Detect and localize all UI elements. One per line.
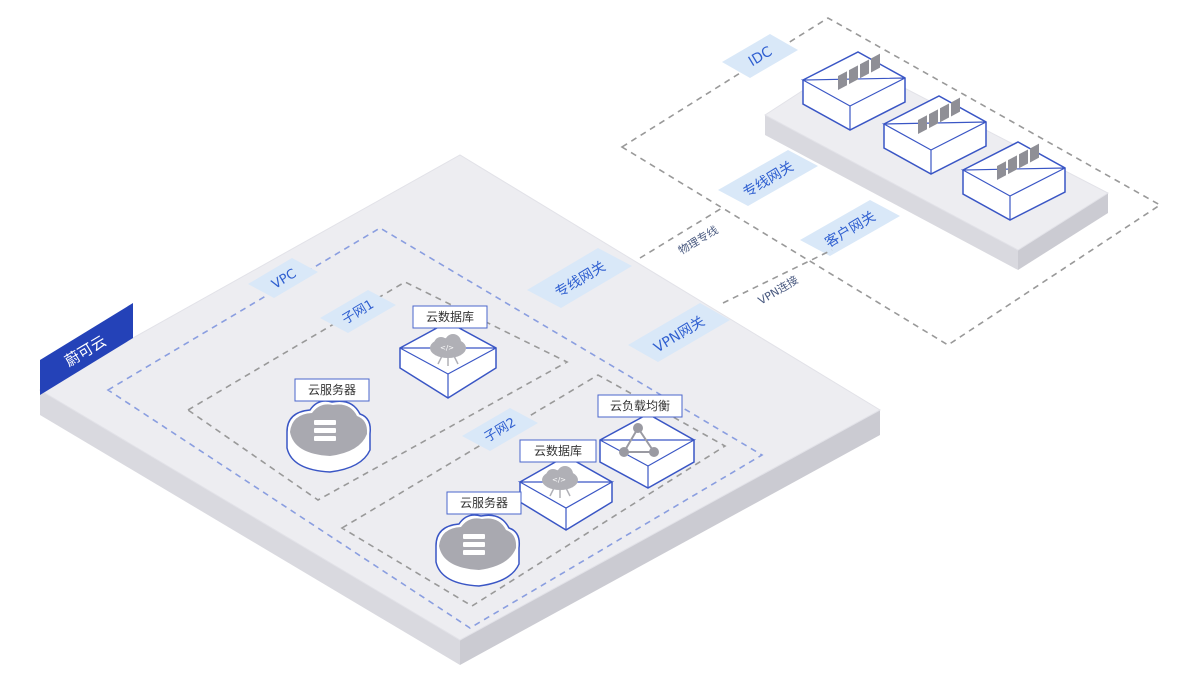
svg-text:</>: </> bbox=[552, 476, 566, 484]
cloud-platform bbox=[38, 154, 882, 665]
physical-line-connection bbox=[639, 207, 723, 259]
subnet1-server[interactable] bbox=[286, 400, 372, 473]
vpn-connection-label: VPN连接 bbox=[756, 273, 801, 307]
subnet2-load-balancer[interactable] bbox=[599, 413, 697, 489]
idc-direct-gateway-tag: 专线网关 bbox=[718, 150, 818, 206]
subnet2-database-label: 云数据库 bbox=[534, 443, 582, 458]
idc-region bbox=[620, 17, 1162, 346]
subnet2-server-label-box: 云服务器 bbox=[446, 491, 522, 515]
physical-line-label: 物理专线 bbox=[676, 223, 721, 258]
svg-text:</>: </> bbox=[440, 344, 454, 352]
subnet2-server[interactable] bbox=[435, 514, 521, 587]
subnet2-database-label-box: 云数据库 bbox=[519, 439, 597, 463]
subnet1-database[interactable]: </> bbox=[399, 321, 497, 399]
server-rack-icon bbox=[997, 143, 1039, 180]
server-rack-icon bbox=[838, 53, 880, 90]
cloud-database-icon: </> bbox=[430, 334, 466, 366]
idc-customer-gateway-tag: 客户网关 bbox=[800, 200, 900, 256]
idc-server-rack-3[interactable] bbox=[960, 141, 1066, 221]
subnet1-server-label-box: 云服务器 bbox=[294, 378, 370, 402]
subnet2-load-balancer-label: 云负载均衡 bbox=[610, 399, 670, 413]
server-icon bbox=[463, 534, 485, 555]
subnet2-load-balancer-label-box: 云负载均衡 bbox=[597, 394, 683, 418]
load-balancer-icon bbox=[619, 423, 659, 457]
idc-server-rack-1[interactable] bbox=[800, 51, 906, 131]
vpn-connection-line bbox=[722, 249, 833, 304]
subnet1-database-label: 云数据库 bbox=[426, 309, 474, 324]
idc-server-rack-2[interactable] bbox=[881, 95, 987, 175]
subnet1-server-label: 云服务器 bbox=[308, 382, 356, 397]
subnet2-server-label: 云服务器 bbox=[460, 495, 508, 510]
idc-label-tag: IDC bbox=[722, 34, 798, 78]
server-icon bbox=[314, 420, 336, 441]
subnet1-database-label-box: 云数据库 bbox=[412, 305, 488, 329]
server-rack-icon bbox=[918, 97, 960, 134]
cloud-database-icon: </> bbox=[542, 466, 578, 498]
